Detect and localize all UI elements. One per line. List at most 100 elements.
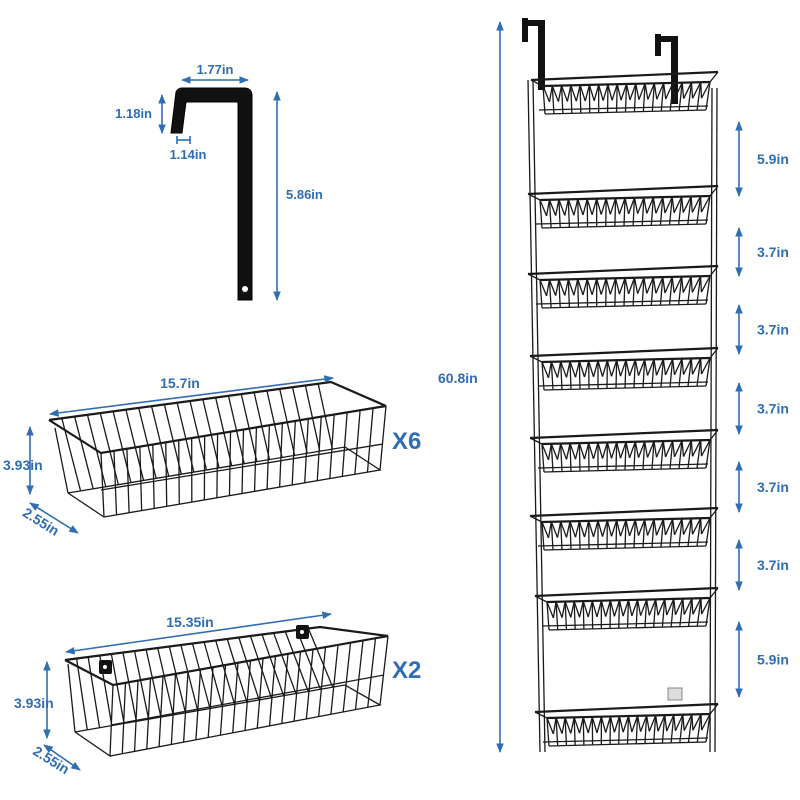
basket-wire — [178, 440, 180, 505]
basket-wire — [574, 360, 580, 378]
basket-wire — [597, 442, 604, 459]
basket-wire — [633, 197, 639, 214]
basket-wire — [593, 84, 600, 101]
basket-wire — [692, 597, 702, 615]
basket-wire — [673, 440, 683, 458]
basket-wire — [637, 359, 646, 376]
basket-wire — [647, 83, 655, 100]
basket-wire — [556, 361, 562, 378]
basket-wire — [659, 277, 664, 306]
basket-wire — [671, 276, 675, 293]
basket-wire — [678, 358, 683, 387]
basket-wire — [700, 358, 703, 375]
basket-wire — [552, 717, 557, 734]
basket-wire — [238, 637, 260, 701]
basket-wire — [664, 599, 668, 616]
basket-wire — [281, 653, 289, 724]
basket-wire — [653, 83, 658, 100]
basket-wire — [642, 359, 646, 388]
basket-wire — [555, 717, 563, 734]
basket-wire — [606, 442, 613, 459]
basket-wire — [527, 264, 719, 276]
basket-wire — [152, 444, 155, 509]
basket-wire — [591, 278, 598, 295]
basket-wire — [696, 518, 702, 547]
basket-wire — [529, 355, 543, 363]
basket-wire — [679, 714, 684, 743]
basket-wire — [556, 521, 562, 538]
basket-wire — [558, 279, 561, 308]
basket-wire — [672, 518, 676, 535]
basket-wire — [613, 600, 621, 617]
basket-wire — [579, 84, 586, 102]
basket-wire — [541, 443, 545, 473]
basket-wire — [596, 278, 602, 295]
basket-wire — [87, 656, 101, 728]
basket-wire — [614, 198, 621, 215]
basket-wire — [619, 441, 627, 459]
basket-wire — [570, 601, 575, 618]
basket-wire — [705, 275, 711, 305]
basket-bottom-dimensions: 15.35in 3.93in 2.55in X2 — [14, 611, 421, 778]
basket-wire — [664, 715, 668, 732]
basket-wire — [551, 85, 555, 114]
basket-wire — [662, 277, 666, 294]
basket-wire — [629, 83, 637, 101]
basket-wire — [682, 518, 692, 535]
basket-bottom-depth-label: 2.55in — [30, 743, 72, 778]
hook-illustration — [170, 87, 253, 301]
basket-wire — [564, 601, 568, 630]
basket-wire — [567, 199, 575, 216]
basket-wire — [701, 713, 711, 731]
basket-wire — [609, 198, 617, 215]
basket-wire — [565, 361, 571, 378]
basket-wire — [692, 713, 702, 731]
basket-wire — [542, 621, 709, 627]
basket-wire — [609, 278, 617, 295]
basket-wire — [700, 357, 711, 375]
basket-wire — [266, 425, 271, 490]
basket-wire — [546, 601, 550, 631]
basket-wire — [700, 714, 703, 731]
basket-wire — [661, 599, 666, 628]
basket-wire — [607, 84, 613, 101]
basket-wire — [557, 85, 563, 102]
basket-wire — [692, 81, 702, 99]
basket-wire — [633, 83, 637, 112]
basket-wire — [548, 85, 553, 103]
basket-wire — [367, 638, 377, 708]
basket-wire — [180, 644, 199, 711]
basket-regular-height-label: 3.93in — [3, 457, 43, 473]
basket-wire — [584, 84, 591, 102]
basket-wire — [567, 279, 570, 308]
basket-wire — [575, 84, 581, 102]
basket-wire — [601, 520, 608, 537]
basket-wire — [158, 676, 164, 747]
basket-wire — [605, 600, 612, 617]
basket-wire — [700, 517, 711, 535]
basket-wire — [660, 519, 664, 548]
basket-wire — [700, 440, 703, 457]
basket-wire — [678, 82, 683, 111]
basket-bottom-length-label: 15.35in — [166, 614, 213, 630]
basket-wire — [646, 277, 654, 294]
basket-wire — [110, 653, 125, 724]
basket-wire — [655, 715, 659, 732]
basket-wire — [207, 667, 214, 738]
basket-wire — [670, 598, 675, 627]
basket-wire — [635, 599, 639, 628]
basket-wire — [539, 279, 543, 309]
basket-wire — [529, 506, 719, 518]
basket-wire — [696, 82, 702, 111]
basket-wire — [601, 442, 608, 459]
basket-wire — [284, 631, 309, 692]
basket-wire — [574, 520, 580, 538]
basket-wire — [605, 198, 611, 215]
basket-wire — [637, 277, 645, 294]
basket-wire — [592, 360, 599, 377]
basket-wire — [635, 83, 640, 100]
basket-wire — [573, 601, 581, 618]
basket-wire — [636, 599, 642, 616]
basket-wire — [674, 598, 684, 616]
basket-wire — [591, 716, 598, 733]
